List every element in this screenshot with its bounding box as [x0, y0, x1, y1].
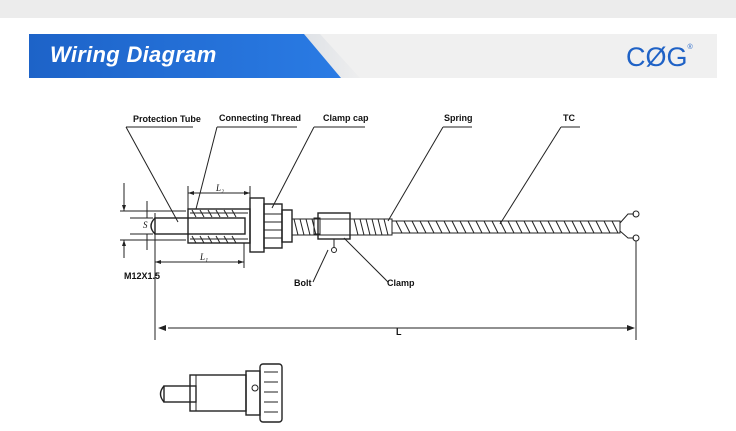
spring [291, 218, 393, 236]
clamp [313, 212, 351, 253]
brand-text: CØG [626, 42, 688, 72]
clamp-cap [249, 197, 293, 253]
tc-cable [391, 210, 640, 340]
side-view [159, 363, 283, 423]
top-strip [0, 0, 736, 18]
registered-mark: ® [687, 44, 693, 51]
dimension-lines [120, 183, 635, 331]
label-l1: L₁ [199, 252, 208, 262]
label-clamp-cap: Clamp cap [323, 113, 369, 123]
label-protection-tube: Protection Tube [133, 114, 201, 124]
label-connecting-thread: Connecting Thread [219, 113, 301, 123]
leader-lines [125, 126, 580, 283]
label-s: S [143, 220, 148, 230]
label-length: L [396, 327, 402, 337]
title-banner [29, 34, 341, 78]
brand-logo: CØG® [626, 42, 693, 72]
connecting-thread [187, 208, 251, 244]
label-thread-size: M12X1.5 [124, 271, 160, 281]
label-tc: TC [563, 113, 575, 123]
label-spring: Spring [444, 113, 473, 123]
label-bolt: Bolt [294, 278, 312, 288]
label-l2: L₂ [215, 183, 224, 193]
page-title: Wiring Diagram [50, 42, 217, 67]
protection-tube [150, 213, 246, 340]
label-clamp: Clamp [387, 278, 415, 288]
